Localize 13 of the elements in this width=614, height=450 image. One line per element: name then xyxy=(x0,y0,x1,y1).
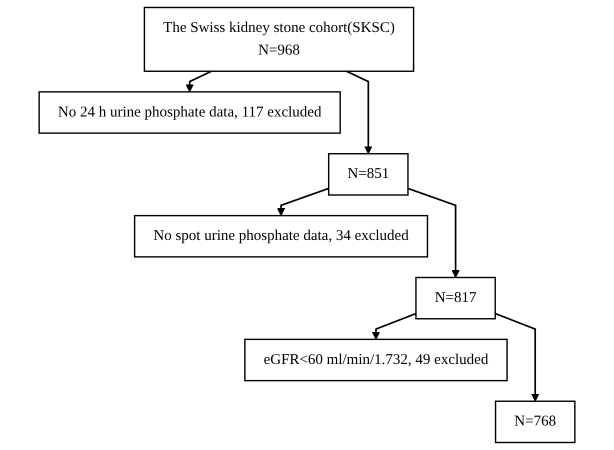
arrow xyxy=(372,312,416,340)
node-box: The Swiss kidney stone cohort(SKSC) N=968 xyxy=(144,6,414,72)
node-box: No 24 h urine phosphate data, 117 excluded xyxy=(38,91,341,134)
arrow xyxy=(276,188,329,216)
node-box: No spot urine phosphate data, 34 excluded xyxy=(134,214,428,258)
arrow xyxy=(494,312,540,402)
arrow xyxy=(346,70,372,154)
node-box: eGFR<60 ml/min/1.732, 49 excluded xyxy=(244,338,508,382)
arrow xyxy=(408,188,460,278)
arrow xyxy=(186,70,212,92)
node-box: N=817 xyxy=(415,276,496,320)
node-box: N=768 xyxy=(494,400,576,444)
node-box: N=851 xyxy=(328,153,409,196)
